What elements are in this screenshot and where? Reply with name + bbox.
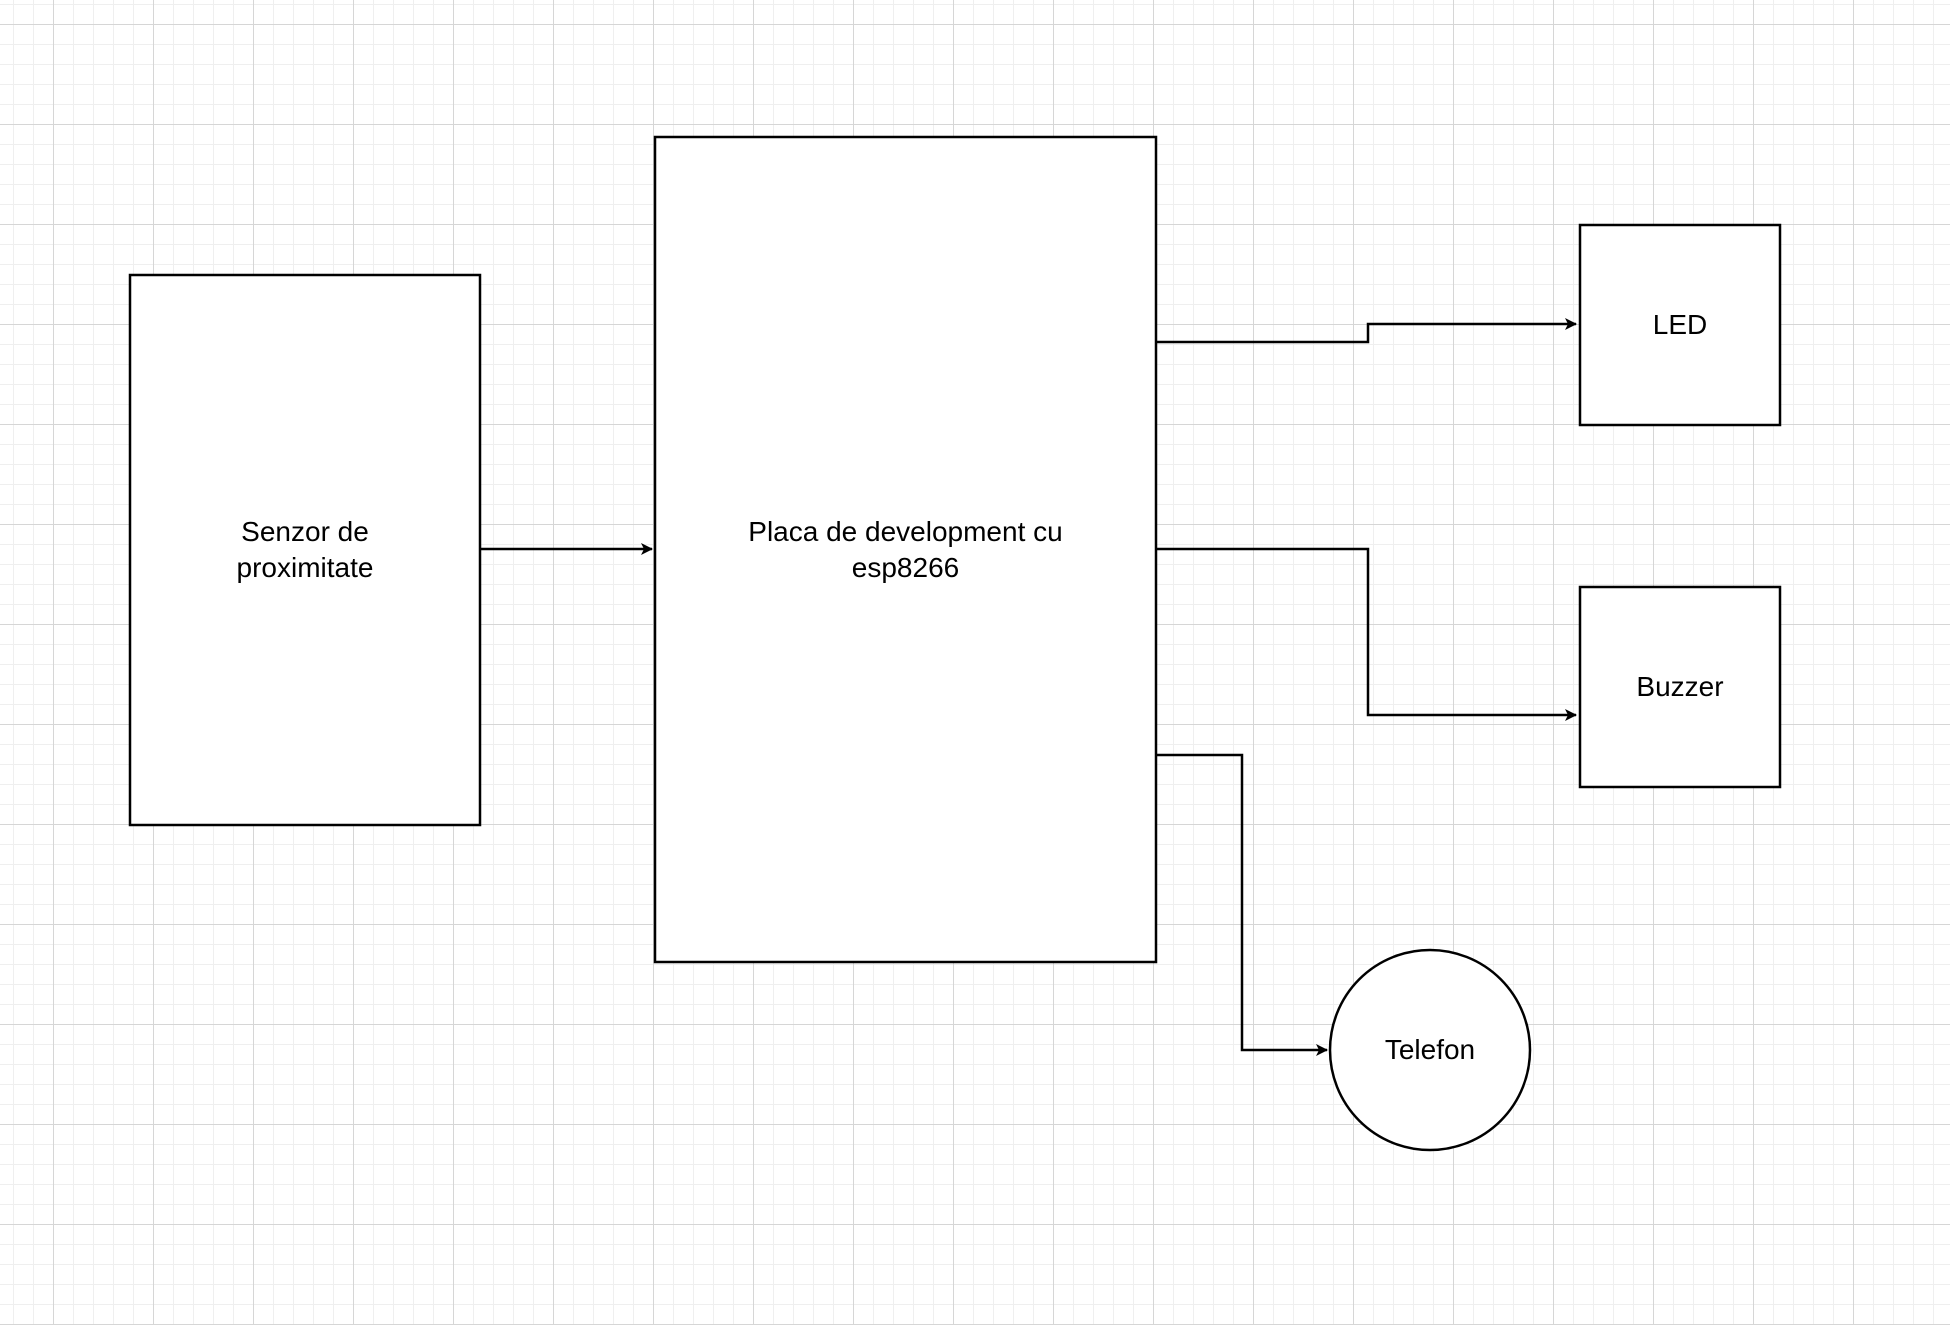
board-box[interactable] — [653, 135, 1158, 964]
connector-board-to-buzzer[interactable] — [1156, 547, 1577, 721]
connector-board-to-led[interactable] — [1156, 318, 1577, 344]
led-box[interactable] — [1578, 223, 1782, 427]
phone-circle[interactable] — [1328, 948, 1532, 1152]
connector-board-to-phone[interactable] — [1156, 753, 1328, 1056]
sensor-box[interactable] — [128, 273, 482, 827]
buzzer-box[interactable] — [1578, 585, 1782, 789]
